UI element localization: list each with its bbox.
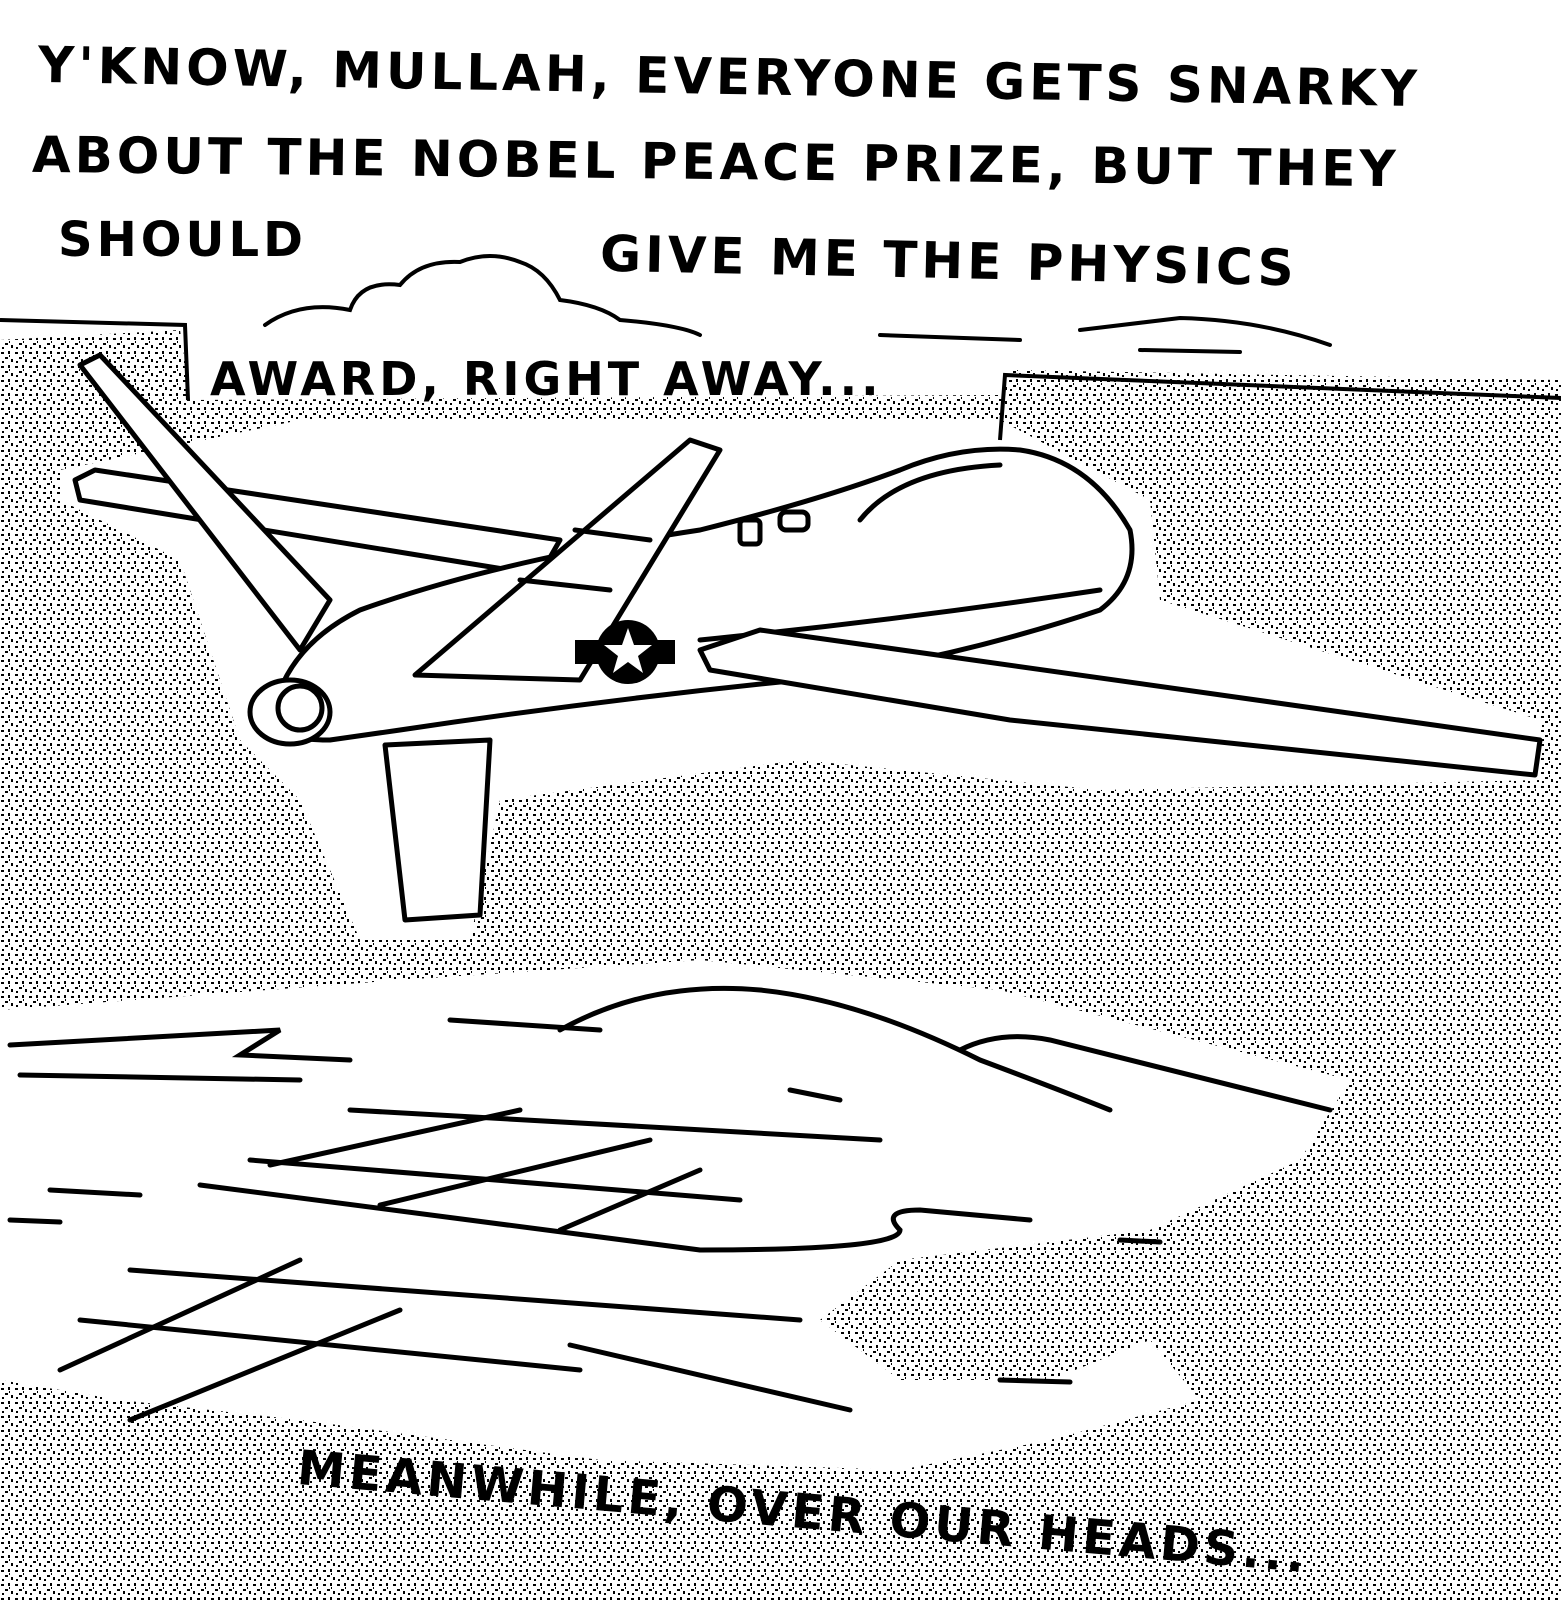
speech-caption-line-4: award, right away... <box>210 352 883 406</box>
speech-caption-line-3a: should <box>58 212 307 268</box>
star-roundel-icon <box>575 620 675 684</box>
hills-and-compound <box>7 985 1333 1423</box>
caption-box-border <box>0 318 1561 441</box>
drone <box>72 352 1543 923</box>
clouds <box>263 254 1332 354</box>
